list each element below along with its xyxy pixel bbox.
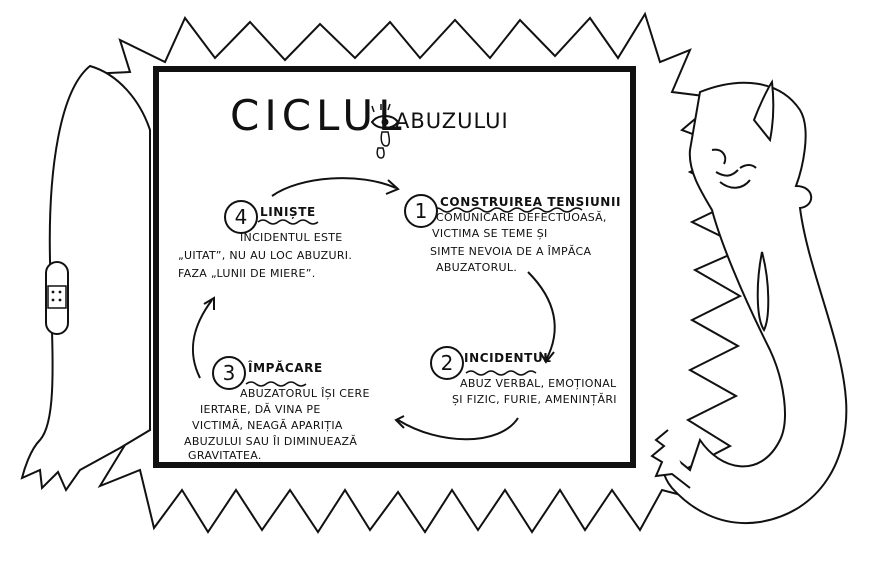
step-1-line-2: VICTIMA SE TEME ȘI (432, 227, 548, 240)
crying-eye-icon (370, 103, 400, 159)
right-figure (662, 81, 848, 525)
tear-drop-shape (756, 251, 770, 332)
underline-step-1 (431, 207, 583, 213)
step-2-line-1: ABUZ VERBAL, EMOȚIONAL (460, 377, 617, 390)
step-3-title: ÎMPĂCARE (248, 361, 323, 375)
arrow-1-to-2 (527, 271, 556, 361)
left-figure (20, 64, 151, 493)
step-1-line-1: COMUNICARE DEFECTUOASĂ, (436, 211, 607, 224)
diagram-title-sub: ABUZULUI (395, 109, 509, 133)
step-4-line-1: INCIDENTUL ESTE (240, 231, 343, 244)
title-underlines (245, 207, 583, 387)
step-1-number: 1 (404, 194, 438, 228)
step-3-line-1: ABUZATORUL ÎȘI CERE (240, 387, 370, 400)
step-1-line-3: SIMTE NEVOIA DE A ÎMPĂCA (430, 245, 592, 258)
step-3-number: 3 (212, 356, 246, 390)
right-figure-hand (650, 429, 691, 489)
step-1-title: CONSTRUIREA TENSIUNII (440, 195, 622, 209)
step-3-line-2: IERTARE, DĂ VINA PE (200, 403, 321, 416)
step-2-line-2: ȘI FIZIC, FURIE, AMENINȚĂRI (452, 393, 617, 406)
cycle-arrows (191, 177, 556, 441)
arrow-3-to-4 (191, 299, 213, 379)
arrow-2-to-3 (397, 417, 519, 441)
step-4-line-3: FAZA „LUNII DE MIERE”. (178, 267, 316, 280)
diagram-board (153, 66, 636, 468)
step-4-line-2: „UITAT”, NU AU LOC ABUZURI. (178, 249, 353, 262)
underline-step-2 (465, 370, 537, 376)
step-1-line-4: ABUZATORUL. (436, 261, 518, 274)
right-figure-face (711, 148, 757, 189)
step-3-line-5: GRAVITATEA. (188, 449, 262, 462)
bandage-icon (45, 261, 69, 335)
step-3-line-4: ABUZULUI SAU ÎI DIMINUEAZĂ (184, 435, 358, 448)
underline-step-3 (245, 381, 307, 387)
step-4-number: 4 (224, 200, 258, 234)
underline-step-4 (257, 219, 319, 225)
step-3-line-3: VICTIMĂ, NEAGĂ APARIȚIA (192, 419, 343, 432)
step-2-number: 2 (430, 346, 464, 380)
step-2-title: INCIDENTUL (464, 351, 552, 365)
step-4-title: LINIȘTE (260, 205, 316, 219)
right-figure-ear (752, 79, 775, 143)
diagram-title-main: CICLUL (230, 91, 407, 140)
arrow-4-to-1 (271, 177, 397, 197)
